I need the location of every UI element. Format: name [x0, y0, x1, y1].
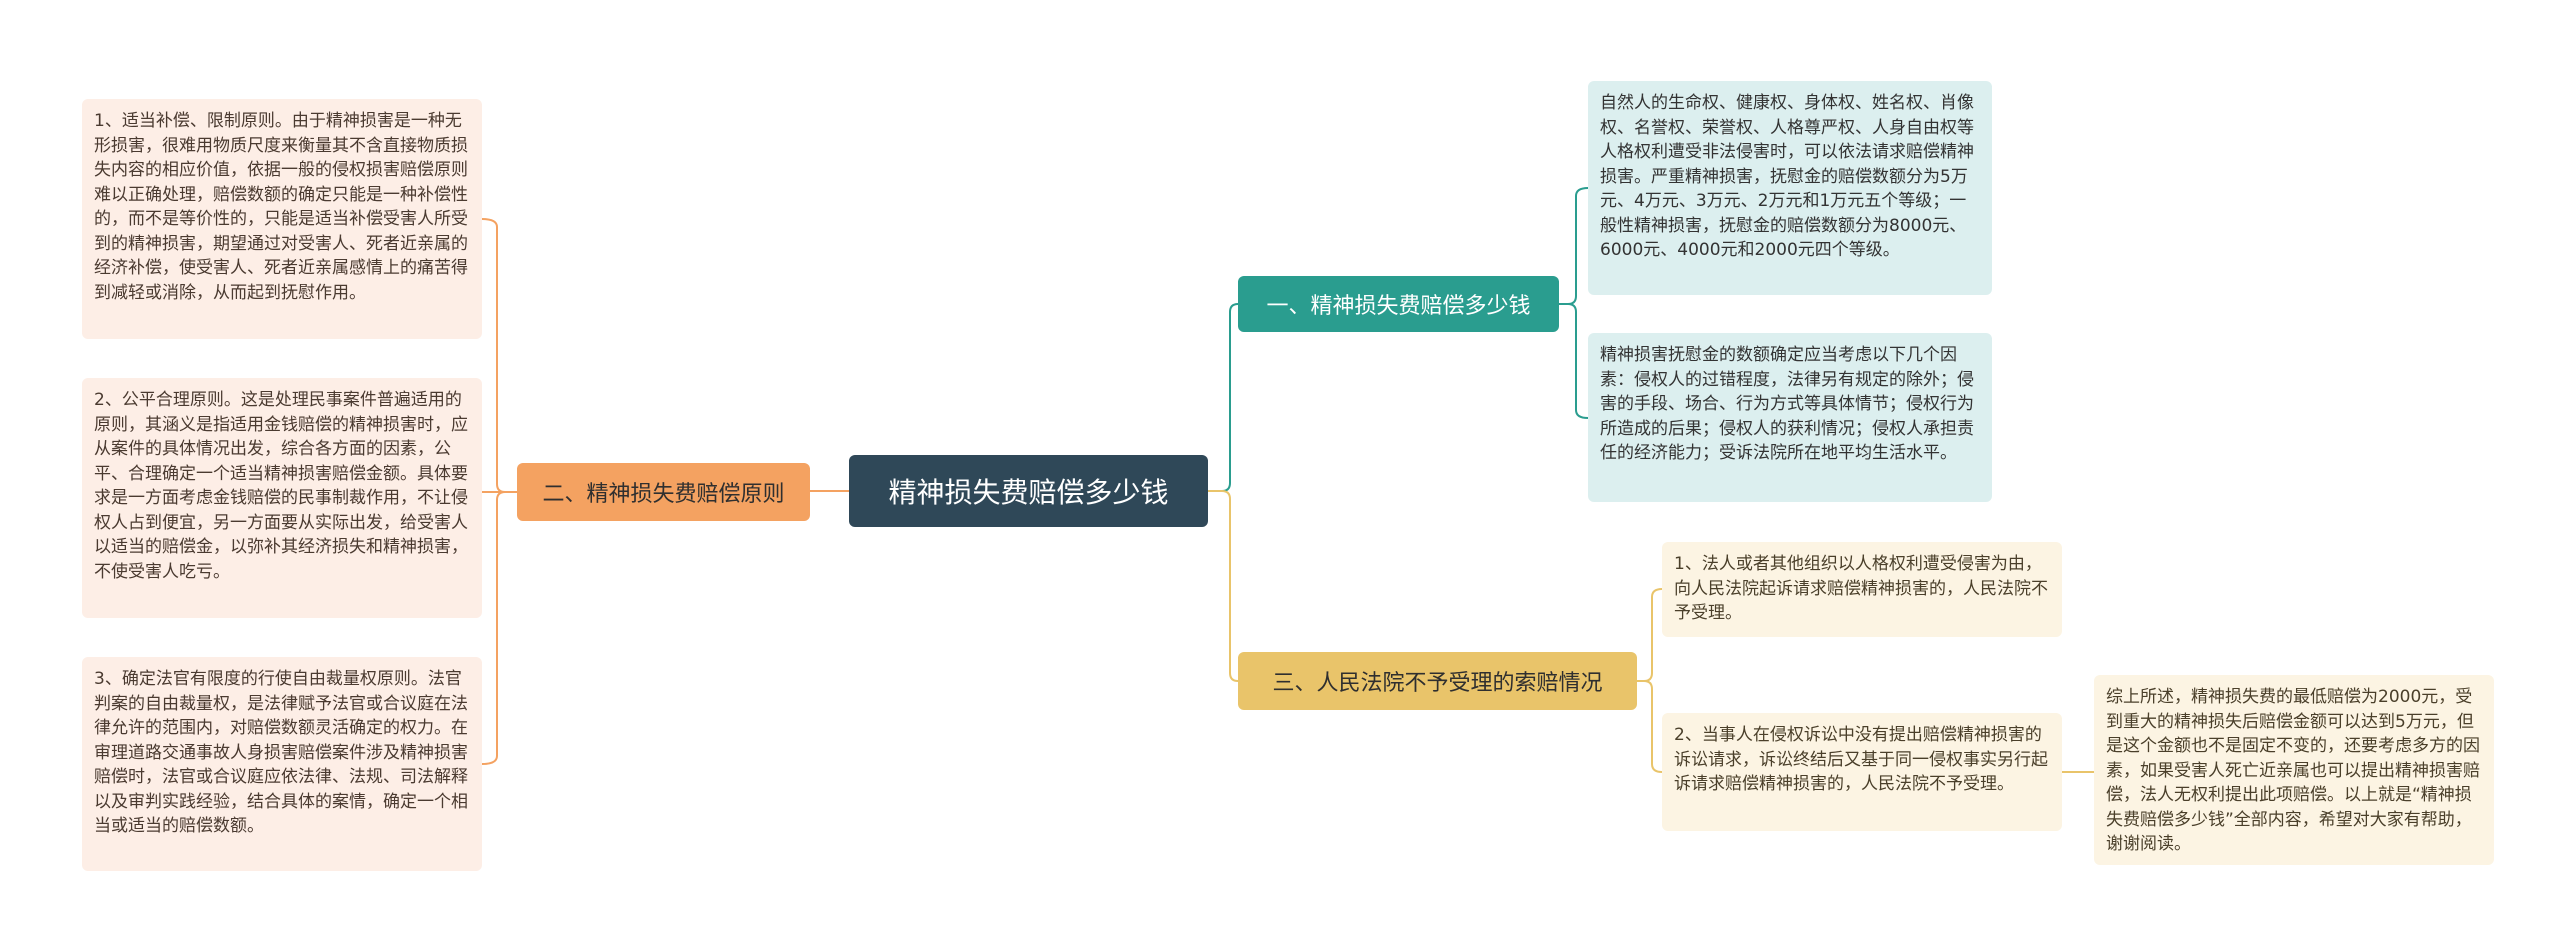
branch-court-rejection-cases[interactable]: 三、人民法院不予受理的索赔情况 [1238, 652, 1637, 710]
leaf-rejection-separate-suit[interactable]: 2、当事人在侵权诉讼中没有提出赔偿精神损害的诉讼请求，诉讼终结后又基于同一侵权事… [1662, 713, 2062, 831]
link-b3-leaf1 [1637, 588, 1663, 682]
link-b1-leaf1 [1559, 187, 1589, 305]
branch-compensation-principles[interactable]: 二、精神损失费赔偿原则 [517, 463, 810, 521]
leaf-principle-discretion[interactable]: 3、确定法官有限度的行使自由裁量权原则。法官判案的自由裁量权，是法律赋予法官或合… [82, 657, 482, 871]
leaf-rejection-legal-person[interactable]: 1、法人或者其他组织以人格权利遭受侵害为由，向人民法院起诉请求赔偿精神损害的，人… [1662, 542, 2062, 637]
link-b2-leaf1 [481, 218, 517, 493]
root-topic[interactable]: 精神损失费赔偿多少钱 [849, 455, 1208, 527]
leaf-summary[interactable]: 综上所述，精神损失费的最低赔偿为2000元，受到重大的精神损失后赔偿金额可以达到… [2094, 675, 2494, 865]
leaf-principle-appropriate[interactable]: 1、适当补偿、限制原则。由于精神损害是一种无形损害，很难用物质尺度来衡量其不含直… [82, 99, 482, 339]
leaf-principle-fair[interactable]: 2、公平合理原则。这是处理民事案件普遍适用的原则，其涵义是指适用金钱赔偿的精神损… [82, 378, 482, 618]
link-root-b3 [1208, 490, 1239, 682]
link-b2-leaf3 [481, 491, 517, 765]
leaf-compensation-levels[interactable]: 自然人的生命权、健康权、身体权、姓名权、肖像权、名誉权、荣誉权、人格尊严权、人身… [1588, 81, 1992, 295]
link-root-b1 [1208, 303, 1239, 492]
leaf-compensation-factors[interactable]: 精神损害抚慰金的数额确定应当考虑以下几个因素：侵权人的过错程度，法律另有规定的除… [1588, 333, 1992, 502]
link-b3-leaf2 [1637, 680, 1663, 773]
branch-compensation-amount[interactable]: 一、精神损失费赔偿多少钱 [1238, 276, 1559, 332]
link-b1-leaf2 [1559, 303, 1589, 419]
